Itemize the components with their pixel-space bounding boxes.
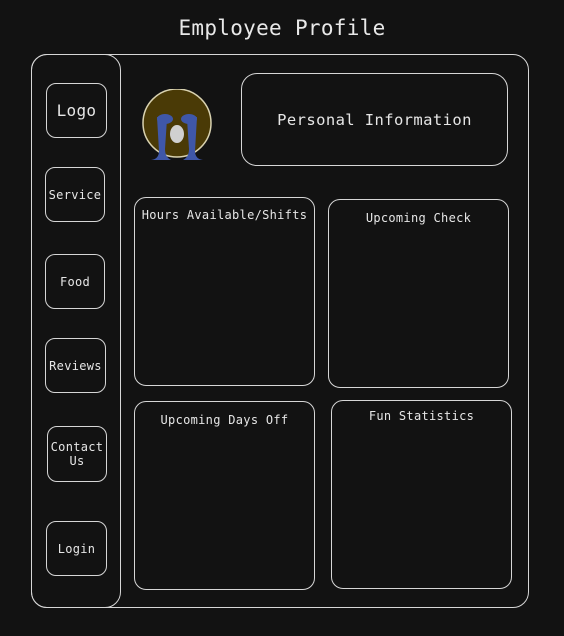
personal-information-box[interactable]: Personal Information — [241, 73, 508, 166]
crying-face-icon — [142, 89, 212, 160]
panel-title: Upcoming Days Off — [160, 413, 289, 427]
nav-food-button[interactable]: Food — [45, 254, 105, 309]
fun-statistics-panel: Fun Statistics — [331, 400, 512, 589]
nav-login-button[interactable]: Login — [46, 521, 107, 576]
panel-title: Fun Statistics — [368, 409, 475, 423]
upcoming-check-panel: Upcoming Check — [328, 199, 509, 388]
panel-title: Upcoming Check — [365, 211, 472, 225]
panel-title: Hours Available/Shifts — [141, 208, 308, 222]
page-title: Employee Profile — [178, 16, 386, 40]
upcoming-days-off-panel: Upcoming Days Off — [134, 401, 315, 590]
hours-available-shifts-panel: Hours Available/Shifts — [134, 197, 315, 386]
sidebar — [31, 54, 121, 608]
nav-service-button[interactable]: Service — [45, 167, 105, 222]
nav-contact-us-button[interactable]: Contact Us — [47, 426, 107, 482]
logo-button[interactable]: Logo — [46, 83, 107, 138]
nav-reviews-button[interactable]: Reviews — [45, 338, 106, 393]
